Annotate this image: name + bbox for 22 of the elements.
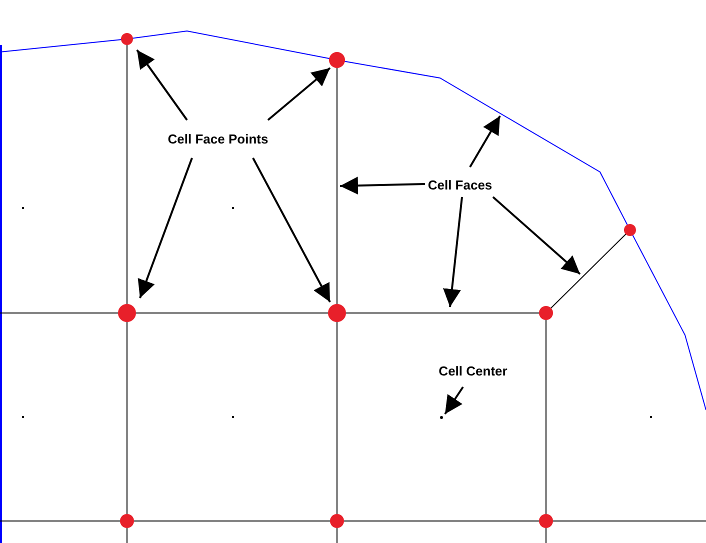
point-marker — [121, 33, 133, 45]
leader-line — [469, 116, 501, 168]
callout-label: Cell Faces — [428, 178, 492, 192]
point-marker — [624, 224, 636, 236]
point-marker — [539, 306, 553, 320]
callout-label: Cell Center — [438, 364, 508, 378]
point-marker — [330, 514, 344, 528]
leader-line — [136, 49, 188, 121]
point-marker — [120, 514, 134, 528]
callout-label: Cell Face Points — [168, 132, 268, 146]
point-marker — [329, 52, 345, 68]
leader-line — [138, 158, 193, 298]
leader-line — [443, 196, 463, 308]
leader-line — [444, 386, 464, 415]
leader-line — [267, 67, 331, 121]
point-marker — [328, 304, 346, 322]
leader-line — [252, 158, 331, 302]
leader-line — [492, 196, 581, 275]
point-marker — [539, 514, 553, 528]
point-marker — [118, 304, 136, 322]
leader-line — [340, 176, 426, 195]
center-point-marker — [440, 416, 442, 418]
